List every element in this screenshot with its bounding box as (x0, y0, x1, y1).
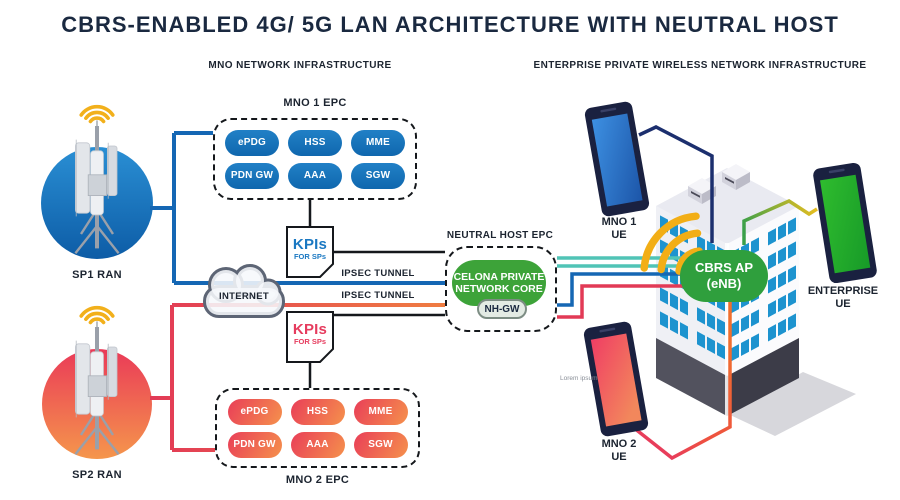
celona-core-blob: CELONA PRIVATE NETWORK CORE (452, 260, 546, 306)
epc-pill: HSS (290, 398, 345, 425)
enterprise-ue-link-line (742, 199, 818, 245)
lorem-watermark: Lorem ipsum (560, 375, 598, 382)
mno1-epc-label: MNO 1 EPC (283, 97, 347, 109)
mno2-ue-link-line (632, 299, 732, 461)
ipsec-tunnel-label-2: IPSEC TUNNEL (341, 290, 415, 301)
epc-pill: HSS (288, 129, 342, 156)
celona-core-line2: NETWORK CORE (455, 283, 543, 295)
epc-pill: ePDG (227, 398, 282, 425)
page-title: CBRS-ENABLED 4G/ 5G LAN ARCHITECTURE WIT… (61, 12, 839, 37)
kpi-box-2-text: KPIs FOR SPs (287, 322, 333, 346)
celona-core-line1: CELONA PRIVATE (453, 271, 545, 283)
mno2-ue-label: MNO 2 UE (588, 438, 650, 464)
mno1-epc-box (213, 118, 417, 200)
internet-label: INTERNET (219, 291, 269, 302)
ipsec-tunnel-label-1: IPSEC TUNNEL (341, 268, 415, 279)
nh-blue-link-line (557, 272, 687, 307)
epc-pill: ePDG (225, 129, 279, 156)
mno1-ue-phone (584, 101, 650, 217)
ue-type: UE (835, 298, 851, 310)
neutral-host-epc-box (445, 246, 557, 332)
epc-pill: MME (353, 398, 408, 425)
mno1-ue-label: MNO 1 UE (588, 216, 650, 242)
cbrs-ap-blob: CBRS AP (eNB) (680, 250, 768, 302)
nh-gw-pill: NH-GW (477, 299, 527, 319)
kpi-box-2 (286, 311, 334, 363)
mno1-epc-pills: ePDG HSS MME PDN GW AAA SGW (213, 118, 417, 200)
epc-pill: MME (351, 129, 405, 156)
sp1-ran-tower-icon (41, 104, 153, 259)
enterprise-ue-phone (813, 162, 877, 284)
mno2-epc-pills: ePDG HSS MME PDN GW AAA SGW (215, 388, 420, 468)
cbrs-ap-line1: CBRS AP (694, 260, 754, 275)
kpi-box-1-text: KPIs FOR SPs (287, 237, 333, 261)
kpi-connector-lines (308, 200, 445, 388)
enterprise-ue-label: ENTERPRISE UE (798, 285, 888, 311)
sp1-ran-label: SP1 RAN (72, 269, 122, 281)
epc-pill: PDN GW (225, 162, 279, 189)
ue-type: UE (611, 451, 627, 463)
mno2-epc-label: MNO 2 EPC (285, 474, 350, 486)
cbrs-ap-line2: (eNB) (706, 276, 742, 291)
internet-cloud-shape (203, 264, 285, 318)
ue-name: MNO 1 (601, 216, 637, 228)
neutral-host-epc-label: NEUTRAL HOST EPC (446, 230, 554, 241)
sp1-blue-link-line (150, 131, 445, 285)
section-heading-mno: MNO NETWORK INFRASTRUCTURE (208, 60, 392, 71)
sp2-ran-label: SP2 RAN (72, 469, 122, 481)
epc-pill: PDN GW (227, 431, 282, 458)
epc-pill: SGW (351, 162, 405, 189)
mno2-epc-box (215, 388, 420, 468)
section-heading-enterprise: ENTERPRISE PRIVATE WIRELESS NETWORK INFR… (533, 60, 867, 71)
epc-pill: AAA (288, 162, 342, 189)
nh-red-link-line (557, 284, 687, 319)
kpi-box-1 (286, 226, 334, 278)
ue-type: UE (611, 229, 627, 241)
mno1-ue-link-line (638, 125, 714, 243)
sp2-ran-tower-icon (42, 305, 152, 459)
kpi-title: KPIs (292, 236, 328, 253)
ue-name: ENTERPRISE (807, 285, 879, 297)
kpi-subtitle: FOR SPs (293, 252, 327, 261)
sp2-red-link-line (150, 303, 445, 452)
ue-name: MNO 2 (601, 438, 637, 450)
kpi-subtitle: FOR SPs (293, 337, 327, 346)
epc-pill: AAA (290, 431, 345, 458)
epc-pill: SGW (353, 431, 408, 458)
mno2-ue-phone (583, 321, 649, 437)
building-shadow (728, 372, 856, 436)
kpi-title: KPIs (292, 321, 328, 338)
